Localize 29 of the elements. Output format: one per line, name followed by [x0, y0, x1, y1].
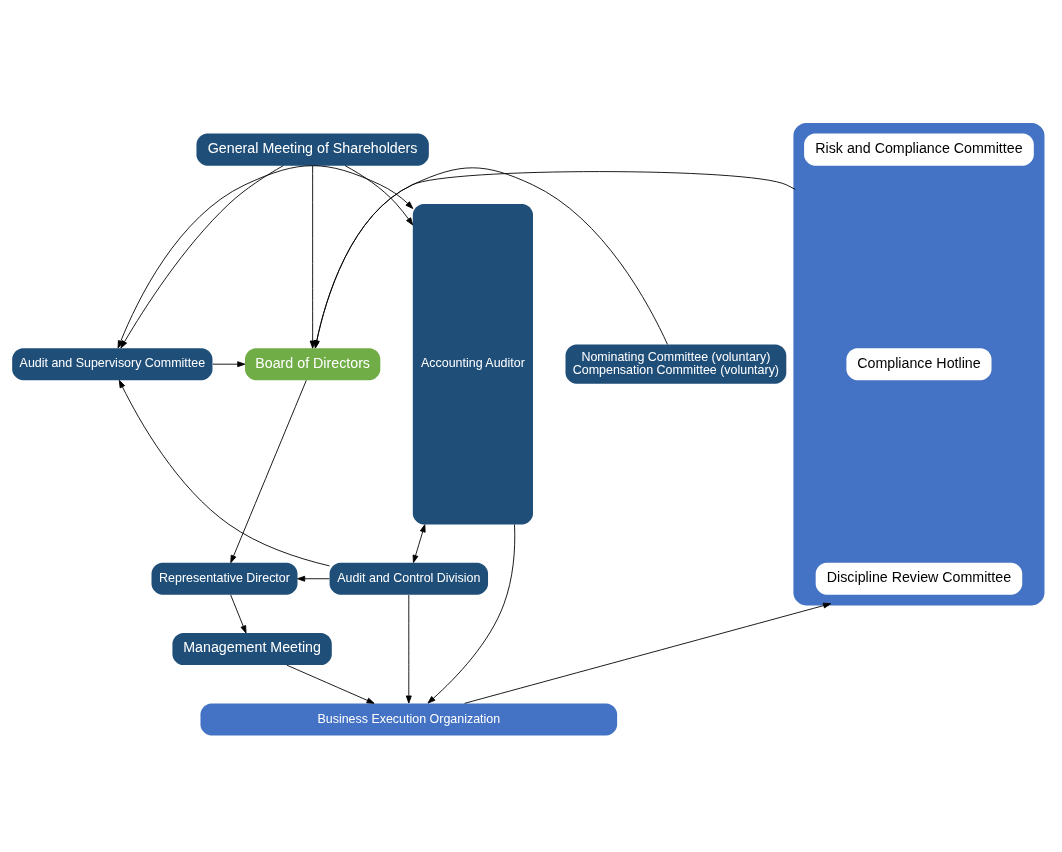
arrow — [313, 170, 796, 348]
arrow — [230, 379, 307, 563]
node-box: Management Meeting — [172, 632, 332, 665]
node-box: Risk and Compliance Committee — [804, 133, 1034, 166]
arrow — [286, 664, 375, 704]
arrow — [117, 164, 414, 348]
node-box: Compliance Hotline — [846, 347, 992, 380]
node-box: Discipline Review Committee — [815, 562, 1023, 595]
arrow — [464, 602, 832, 704]
node-box: Audit and Supervisory Committee — [12, 347, 213, 380]
node-box: Audit and Control Division — [329, 562, 489, 595]
arrow — [313, 166, 668, 348]
node-box: Business Execution Organization — [200, 702, 618, 735]
arrow — [297, 575, 330, 582]
arrow — [230, 593, 247, 633]
arrow — [412, 523, 426, 563]
arrow — [309, 164, 316, 349]
arrow — [212, 360, 246, 367]
arrow — [120, 164, 284, 348]
arrow — [118, 379, 330, 566]
cluster — [793, 122, 1045, 605]
node-box: General Meeting of Shareholders — [196, 133, 429, 166]
node-box: Nominating Committee (voluntary) Compensation Committee (voluntary) — [565, 344, 787, 384]
node-box: Accounting Auditor — [412, 203, 533, 524]
arrow — [427, 523, 516, 704]
arrow — [405, 594, 412, 703]
node-box: Representative Director — [151, 562, 298, 595]
arrow — [344, 164, 414, 225]
node-box: Board of Directors — [245, 347, 381, 380]
